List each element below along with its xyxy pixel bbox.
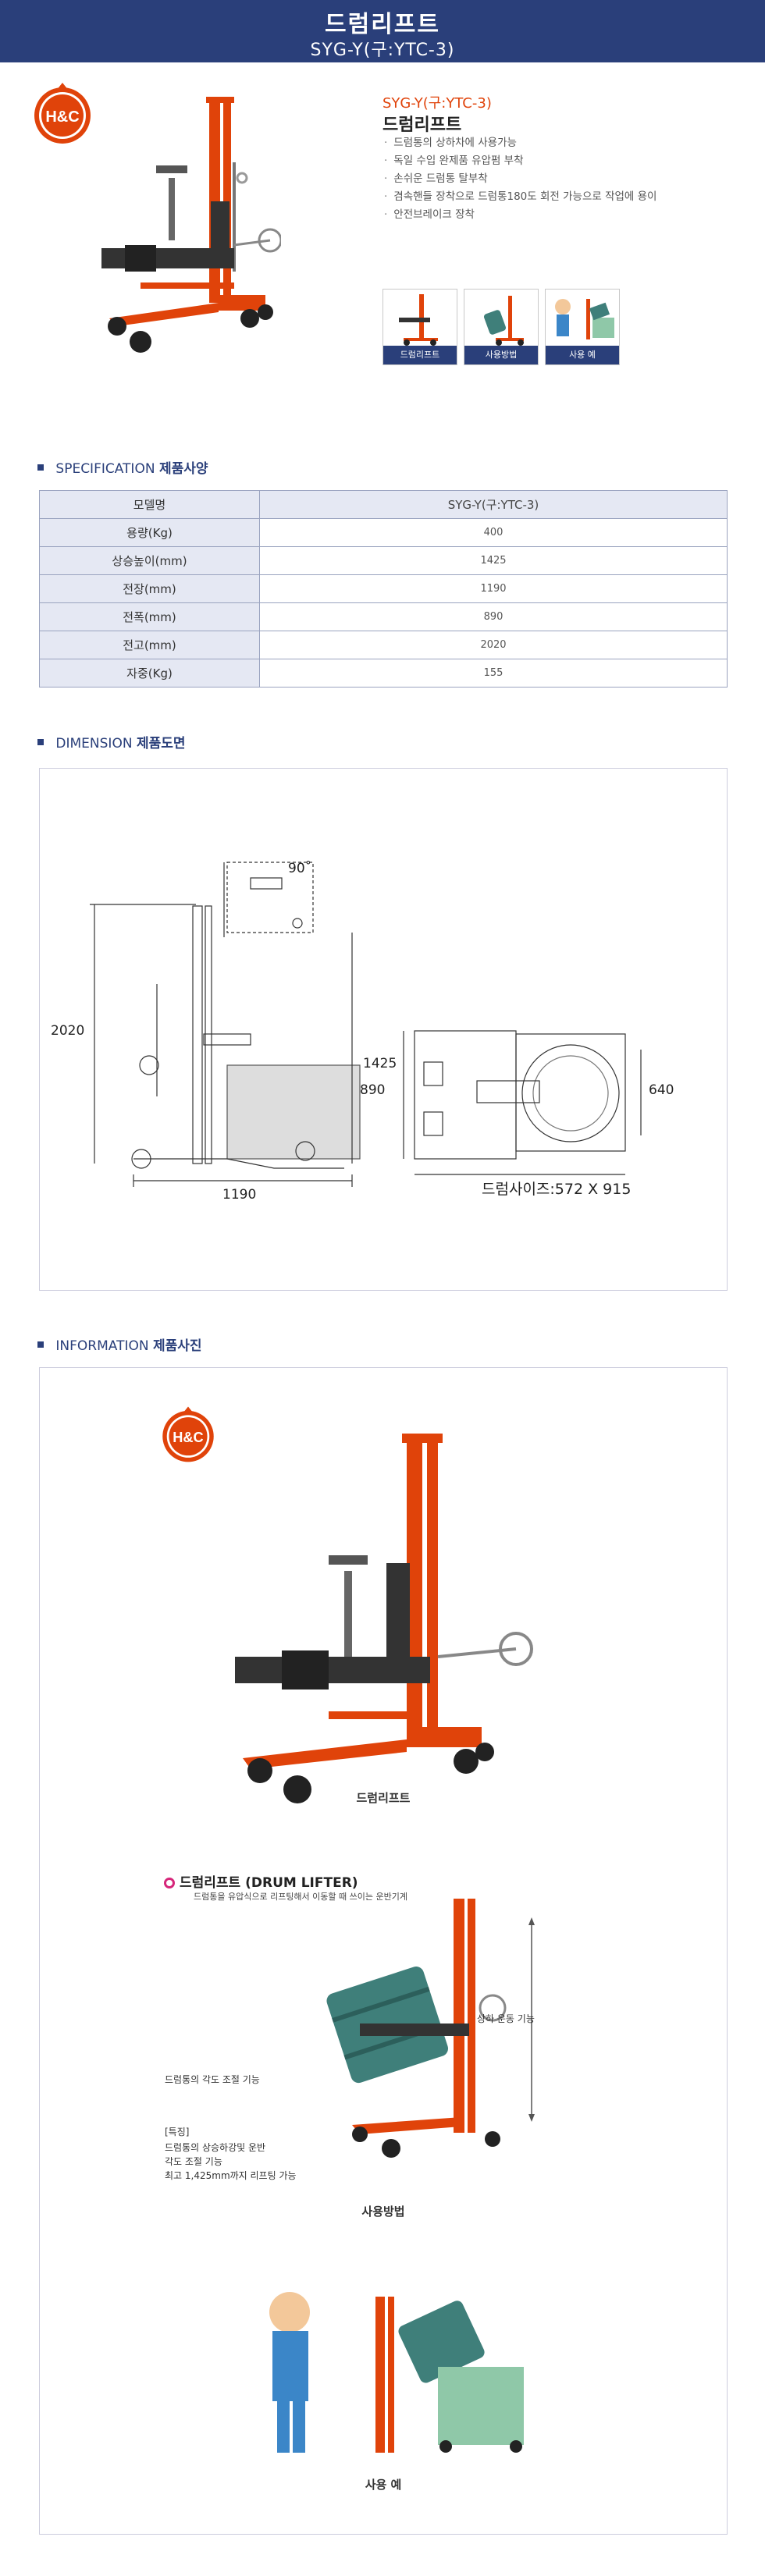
usage-example-illustration	[269, 2292, 524, 2453]
information-section-title: INFORMATION 제품사진	[37, 1334, 201, 1354]
width-label: 890	[360, 1082, 386, 1098]
spec-value: 2020	[259, 631, 728, 659]
usage-caption: 사용방법	[361, 2205, 405, 2219]
dimension-section-title: DIMENSION 제품도면	[37, 732, 185, 751]
spec-value: 155	[259, 659, 728, 688]
thumbnail-label: 사용 예	[546, 346, 619, 364]
table-row: 전폭(mm) 890	[39, 602, 728, 631]
example-caption: 사용 예	[365, 2478, 402, 2492]
lift-height-label: 1425	[363, 1056, 397, 1071]
feature-item: 독일 수입 완제품 유압펌 부착	[384, 152, 656, 170]
table-row: 자중(Kg) 155	[39, 659, 728, 688]
circle-icon	[164, 1878, 175, 1888]
length-label: 1190	[222, 1187, 257, 1203]
spec-section-title: SPECIFICATION 제품사양	[37, 457, 208, 477]
spec-label: 상승높이(mm)	[39, 546, 260, 575]
thumbnail-usage[interactable]: 사용방법	[464, 289, 539, 365]
title-banner: 드럼리프트 SYG-Y(구:YTC-3)	[0, 0, 765, 62]
brand-logo: H&C	[27, 78, 98, 147]
spec-label: 자중(Kg)	[39, 659, 260, 688]
table-row: 전장(mm) 1190	[39, 574, 728, 603]
spec-value: 1190	[259, 574, 728, 603]
feature-line: 드럼통의 상승하강및 운반	[165, 2142, 266, 2153]
height-label: 2020	[51, 1023, 85, 1039]
callout-angle: 드럼통의 각도 조절 기능	[165, 2074, 260, 2085]
spec-label: 모델명	[39, 490, 260, 519]
information-panel: H&C 드럼리프트	[39, 1367, 728, 2535]
brand-logo: H&C	[155, 1402, 221, 1465]
spec-value: 400	[259, 518, 728, 547]
features-title: [특징]	[165, 2127, 190, 2137]
spec-label: 용량(Kg)	[39, 518, 260, 547]
spec-label: 전장(mm)	[39, 574, 260, 603]
spec-value: 1425	[259, 546, 728, 575]
thumbnail-label: 사용방법	[464, 346, 538, 364]
drum-lifter-subtitle: 드럼통을 유압식으로 리프팅해서 이동할 때 쓰이는 운반기계	[194, 1892, 407, 1902]
svg-text:H&C: H&C	[45, 108, 79, 126]
thumbnail-drum-lift[interactable]: 드럼리프트	[382, 289, 457, 365]
table-row: 상승높이(mm) 1425	[39, 546, 728, 575]
angle-label: 90˚	[288, 861, 312, 876]
table-row: 용량(Kg) 400	[39, 518, 728, 547]
table-row: 전고(mm) 2020	[39, 631, 728, 659]
feature-item: 겸속핸들 장착으로 드럼통180도 회전 가능으로 작업에 용이	[384, 188, 656, 206]
dimension-drawing: 90˚ 2020 1425 1190 890 640 드럼사이즈:572 X 9…	[39, 768, 728, 1291]
thumbnail-label: 드럼리프트	[383, 346, 457, 364]
feature-item: 손쉬운 드럼통 탈부착	[384, 170, 656, 188]
spec-label: 전고(mm)	[39, 631, 260, 659]
product-photo	[235, 1434, 533, 1803]
drum-lifter-title: 드럼리프트 (DRUM LIFTER)	[164, 1871, 358, 1891]
spec-label: 전폭(mm)	[39, 602, 260, 631]
table-row: 모델명 SYG-Y(구:YTC-3)	[39, 490, 728, 519]
feature-line: 최고 1,425mm까지 리프팅 가능	[165, 2170, 297, 2181]
callout-updown: 상하 운동 기능	[477, 2013, 535, 2024]
page-title: 드럼리프트	[325, 11, 440, 38]
page-subtitle: SYG-Y(구:YTC-3)	[310, 41, 455, 60]
product-image	[94, 92, 283, 357]
photo-caption: 드럼리프트	[356, 1791, 411, 1805]
thumbnail-strip: 드럼리프트 사용방법 사용 예	[382, 289, 620, 365]
feature-line: 각도 조절 기능	[165, 2156, 222, 2167]
spec-value: 890	[259, 602, 728, 631]
product-name: 드럼리프트	[382, 115, 462, 135]
feature-item: 드럼통의 상하차에 사용가능	[384, 134, 656, 152]
drum-size-label: 드럼사이즈:572 X 915	[482, 1181, 632, 1198]
spec-table: 모델명 SYG-Y(구:YTC-3) 용량(Kg) 400 상승높이(mm) 1…	[39, 490, 728, 688]
drum-width-label: 640	[649, 1082, 674, 1098]
feature-item: 안전브레이크 장착	[384, 206, 656, 224]
thumbnail-example[interactable]: 사용 예	[545, 289, 620, 365]
feature-list: 드럼통의 상하차에 사용가능 독일 수입 완제품 유압펌 부착 손쉬운 드럼통 …	[384, 134, 656, 224]
usage-diagram	[326, 1899, 535, 2158]
model-line: SYG-Y(구:YTC-3)	[382, 95, 492, 112]
spec-value: SYG-Y(구:YTC-3)	[259, 490, 728, 519]
svg-text:H&C: H&C	[173, 1430, 203, 1445]
